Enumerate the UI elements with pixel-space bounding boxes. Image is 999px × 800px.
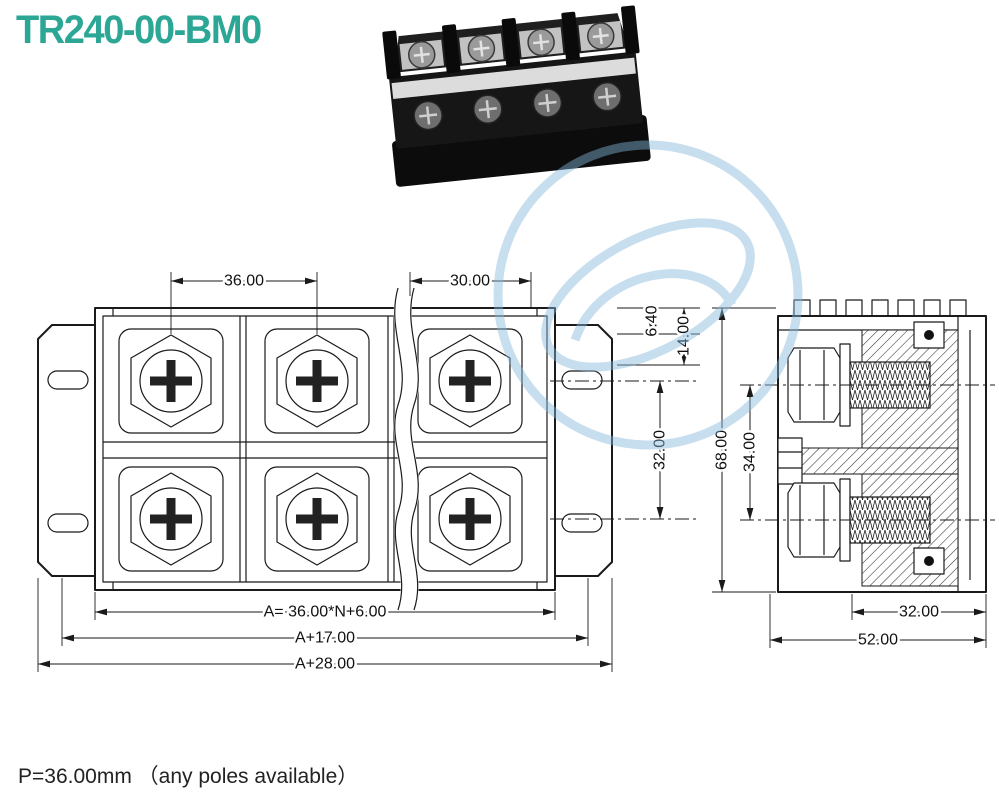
right-ear-slot-bottom [561, 513, 603, 533]
photo-front-screw-slots [419, 87, 617, 125]
terminal-screw [417, 466, 523, 572]
photo-base [392, 115, 651, 187]
left-ear-slot-top [47, 370, 89, 390]
page-title: TR240-00-BM0 [16, 8, 262, 52]
front-body [94, 307, 556, 591]
dim-right-span: 30.00 [450, 273, 490, 290]
side-left-clevis [777, 437, 803, 485]
dim-a28: A+28.00 [295, 656, 355, 673]
side-top-ribs [793, 299, 967, 317]
product-photo [382, 5, 651, 187]
photo-top-screw-slots [413, 27, 609, 63]
left-mounting-ear [37, 324, 96, 577]
dim-inner-height: 34.00 [742, 432, 759, 472]
front-body-inner [102, 315, 548, 583]
terminal-screw [264, 466, 370, 572]
dim-row-spacing: 32.00 [652, 430, 669, 470]
dim-a17: A+17.00 [295, 630, 355, 647]
dim-width-inner: 32.00 [899, 604, 939, 621]
dim-height: 68.00 [714, 430, 731, 470]
front-view [37, 285, 613, 613]
dim-top-height: 14.00 [676, 316, 693, 356]
hatched-section-middle [799, 447, 959, 475]
dim-width: 52.00 [858, 632, 898, 649]
right-ear-slot-top [561, 370, 603, 390]
dim-formula: A= 36.00*N+6.00 [264, 604, 387, 621]
footer-note: P=36.00mm （any poles available） [18, 765, 359, 788]
pin-dot-top [924, 330, 934, 340]
photo-clamp-strip [391, 57, 636, 100]
photo-barrier-fins [382, 5, 640, 80]
break-line [393, 285, 420, 613]
dim-top-offset: 6.40 [644, 305, 661, 336]
left-ear-slot-bottom [47, 513, 89, 533]
dim-pitch: 36.00 [224, 273, 264, 290]
pole-dividers [239, 316, 395, 582]
front-dimensions: 36.00 30.00 6.40 14.00 32.00 A= 36.00*N+… [37, 270, 700, 675]
terminal-screw [118, 466, 224, 572]
watermark-logo [493, 140, 803, 450]
side-view [777, 299, 987, 593]
pin-dot-bottom [924, 556, 934, 566]
side-dimensions: 68.00 34.00 32.00 52.00 [711, 307, 995, 651]
